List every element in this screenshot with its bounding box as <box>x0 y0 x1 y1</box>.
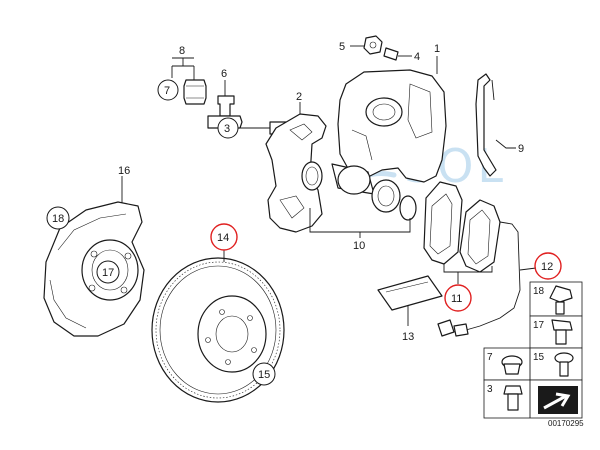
callout-18 <box>46 206 70 230</box>
part-12-wear-sensor <box>437 221 537 337</box>
callout-15 <box>252 362 276 386</box>
part-5-bleed-screw <box>350 35 383 55</box>
callout-17 <box>96 260 120 284</box>
label-9: 9 <box>518 143 524 155</box>
highlight-ring-14 <box>210 223 238 251</box>
part-2-carrier-bracket <box>265 102 327 233</box>
label-8: 8 <box>179 45 185 57</box>
legend-label-15: 15 <box>533 352 545 363</box>
label-2: 2 <box>296 91 302 103</box>
legend-cap-7-icon <box>501 355 523 375</box>
label-10: 10 <box>353 240 365 252</box>
part-4-cap <box>383 47 412 61</box>
part-13-grease-packet <box>377 275 443 326</box>
part-14-brake-rotor <box>151 250 285 403</box>
drawing-code: 00170295 <box>548 419 584 428</box>
legend-label-3: 3 <box>487 384 493 395</box>
label-16: 16 <box>118 165 130 177</box>
legend-bolt-17-icon <box>551 319 573 345</box>
label-12: 12 <box>541 261 553 273</box>
part-8-bolt <box>157 57 207 105</box>
label-5: 5 <box>339 41 345 53</box>
part-1-caliper <box>337 56 447 183</box>
label-18: 18 <box>52 213 64 225</box>
label-15: 15 <box>258 369 270 381</box>
label-13: 13 <box>402 331 414 343</box>
label-14: 14 <box>217 232 229 244</box>
part-11-brake-pads <box>423 181 501 284</box>
label-7: 7 <box>164 85 170 97</box>
legend-bolt-15-icon <box>554 352 574 377</box>
highlight-ring-12 <box>534 252 562 280</box>
legend-arrow-icon <box>538 386 578 414</box>
legend-label-17: 17 <box>533 320 545 331</box>
label-4: 4 <box>414 51 420 63</box>
label-11: 11 <box>451 293 462 305</box>
part-16-dust-shield <box>43 176 145 337</box>
parts-legend: 18 17 7 15 3 <box>483 281 583 419</box>
legend-bolt-18-icon <box>549 285 573 315</box>
label-6: 6 <box>221 68 227 80</box>
highlight-ring-11 <box>444 284 472 312</box>
legend-label-18: 18 <box>533 286 545 297</box>
part-9-spring <box>475 73 516 177</box>
legend-label-7: 7 <box>487 352 493 363</box>
label-3: 3 <box>224 123 230 135</box>
label-1: 1 <box>434 43 440 55</box>
legend-bolt-3-icon <box>503 385 523 411</box>
label-17: 17 <box>102 267 114 279</box>
part-10-piston-kit <box>301 161 417 238</box>
